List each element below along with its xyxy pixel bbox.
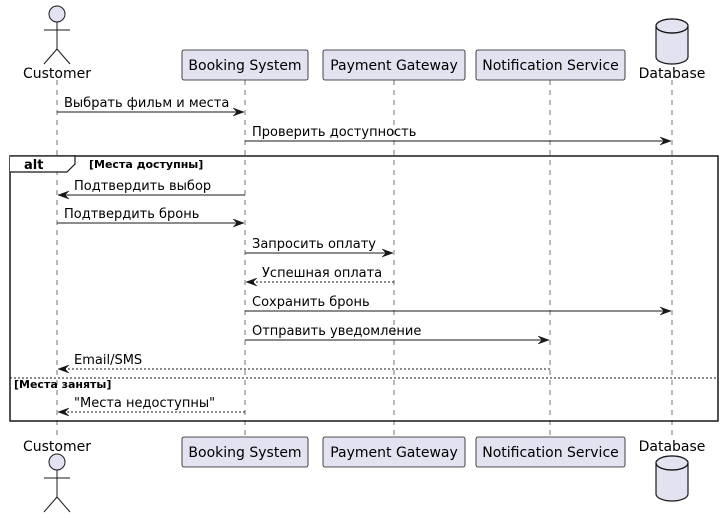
participant-label-database-bottom: Database [639, 439, 706, 455]
participant-label-payment-top: Payment Gateway [330, 58, 458, 74]
message-8-label: Отправить уведомление [252, 324, 421, 339]
message-7-label: Сохранить бронь [252, 295, 370, 310]
participant-label-notification-top: Notification Service [482, 58, 619, 74]
participant-box-payment-bottom [322, 436, 466, 468]
participant-box-booking-top [181, 49, 309, 81]
message-9-arrow [57, 364, 550, 374]
alt-frame [9, 155, 719, 422]
message-5-arrow [245, 248, 394, 258]
message-10-label: "Места недоступны" [74, 396, 215, 411]
message-9-label: Email/SMS [74, 353, 142, 368]
message-1-label: Выбрать фильм и места [64, 96, 229, 111]
message-3-label: Подтвердить выбор [74, 179, 211, 194]
message-7-arrow [245, 306, 672, 316]
message-2-label: Проверить доступность [252, 125, 416, 140]
database-top-icon [655, 18, 689, 65]
message-10-arrow [57, 407, 245, 417]
message-6-arrow [245, 277, 394, 287]
message-6-label: Успешная оплата [262, 266, 382, 281]
participant-box-payment-top [322, 49, 466, 81]
message-4-label: Подтвердить бронь [64, 207, 199, 222]
alt-tab [10, 155, 76, 173]
participant-box-booking-bottom [181, 436, 309, 468]
actor-customer-top-icon [43, 5, 71, 65]
participant-label-database-top: Database [639, 66, 706, 82]
message-1-arrow [57, 107, 245, 117]
participant-label-payment-bottom: Payment Gateway [330, 445, 458, 461]
database-bottom-icon [655, 455, 689, 502]
participant-label-booking-top: Booking System [188, 58, 301, 74]
participant-box-notification-bottom [475, 436, 626, 468]
message-2-arrow [245, 136, 672, 146]
message-4-arrow [57, 218, 245, 228]
participant-label-notification-bottom: Notification Service [482, 445, 619, 461]
message-5-label: Запросить оплату [252, 237, 376, 252]
message-3-arrow [57, 190, 245, 200]
participant-label-booking-bottom: Booking System [188, 445, 301, 461]
participant-box-notification-top [475, 49, 626, 81]
alt-keyword: alt [24, 158, 43, 173]
message-8-arrow [245, 335, 550, 345]
participant-label-customer-bottom: Customer [23, 439, 91, 455]
participant-label-customer-top: Customer [23, 66, 91, 82]
guard-occupied: [Места заняты] [14, 378, 111, 391]
alt-fragment: alt [Места доступны] [Места заняты] [9, 155, 719, 422]
guard-available: [Места доступны] [89, 158, 203, 171]
actor-customer-bottom-icon [43, 453, 71, 513]
